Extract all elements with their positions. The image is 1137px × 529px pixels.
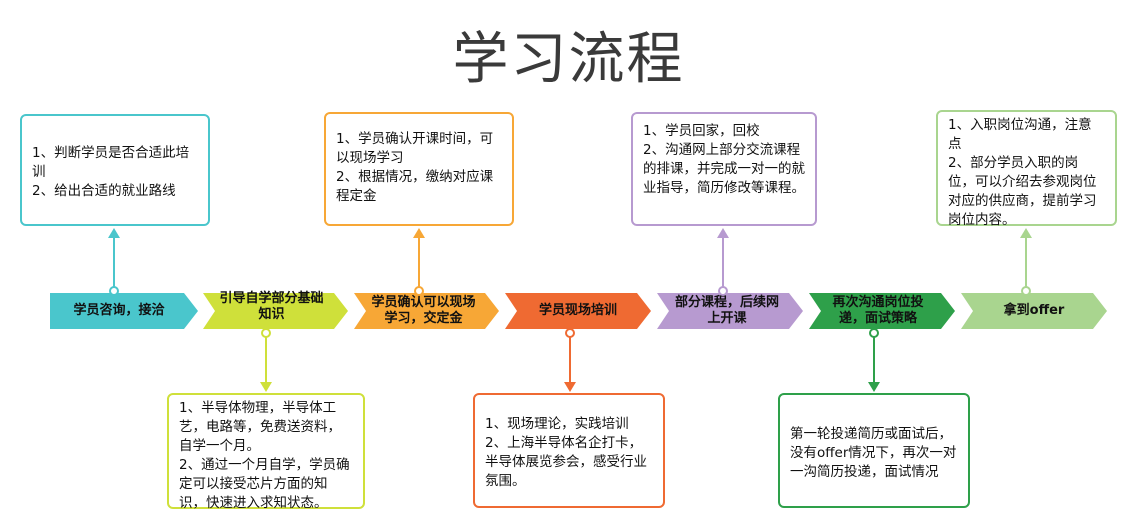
detail-box-consult: 1、判断学员是否合适此培训 2、给出合适的就业路线 <box>20 114 210 226</box>
detail-line: 2、给出合适的就业路线 <box>32 183 176 199</box>
detail-line: 1、判断学员是否合适此培训 <box>32 145 190 180</box>
detail-box-offer: 1、入职岗位沟通，注意点 2、部分学员入职的岗位，可以介绍去参观岗位对应的供应商… <box>936 110 1117 228</box>
detail-line: 2、通过一个月自学，学员确定可以接受芯片方面的知识，快速进入求知状态。 <box>179 457 350 511</box>
step-label-5: 部分课程，后续网上开课 <box>674 295 779 326</box>
step-arrow-6: 再次沟通岗位投递，面试策略 <box>809 293 955 329</box>
detail-line: 1、现场理论，实践培训 <box>485 416 629 432</box>
step-arrow-3: 学员确认可以现场学习，交定金 <box>354 293 499 329</box>
step-label-1: 学员咨询，接洽 <box>73 303 165 318</box>
step-label-2: 引导自学部分基础知识 <box>219 291 324 322</box>
detail-line: 1、半导体物理，半导体工艺，电路等，免费送资料，自学一个月。 <box>179 400 341 454</box>
step-arrow-4: 学员现场培训 <box>505 293 651 329</box>
detail-line: 1、学员确认开课时间，可以现场学习 <box>336 131 494 166</box>
step-arrow-1: 学员咨询，接洽 <box>50 293 198 329</box>
detail-line: 2、根据情况，缴纳对应课程定金 <box>336 169 494 204</box>
detail-line: 1、学员回家，回校 <box>643 123 760 139</box>
detail-line: 2、部分学员入职的岗位，可以介绍去参观岗位对应的供应商，提前学习岗位内容。 <box>948 155 1097 228</box>
step-arrow-7: 拿到offer <box>961 293 1107 329</box>
step-label-7: 拿到offer <box>1003 303 1065 318</box>
step-label-6: 再次沟通岗位投递，面试策略 <box>832 295 924 326</box>
detail-box-onsite: 1、现场理论，实践培训 2、上海半导体名企打卡，半导体展览参会，感受行业氛围。 <box>473 393 665 508</box>
step-label-4: 学员现场培训 <box>538 303 617 318</box>
detail-box-selfstudy: 1、半导体物理，半导体工艺，电路等，免费送资料，自学一个月。 2、通过一个月自学… <box>167 393 365 511</box>
detail-line: 2、上海半导体名企打卡，半导体展览参会，感受行业氛围。 <box>485 435 647 489</box>
detail-box-interview: 第一轮投递简历或面试后，没有offer情况下，再次一对一沟简历投递，面试情况 <box>778 393 970 508</box>
page-title: 学习流程 <box>452 27 685 92</box>
step-arrow-5: 部分课程，后续网上开课 <box>657 293 803 329</box>
detail-box-online: 1、学员回家，回校 2、沟通网上部分交流课程的排课，并完成一对一的就业指导，简历… <box>631 112 817 226</box>
detail-line: 1、入职岗位沟通，注意点 <box>948 117 1092 152</box>
step-label-3: 学员确认可以现场学习，交定金 <box>371 295 476 326</box>
detail-line: 2、沟通网上部分交流课程的排课，并完成一对一的就业指导，简历修改等课程。 <box>643 142 805 196</box>
detail-line: 第一轮投递简历或面试后，没有offer情况下，再次一对一沟简历投递，面试情况 <box>790 426 957 480</box>
step-arrow-2: 引导自学部分基础知识 <box>203 291 348 329</box>
detail-box-deposit: 1、学员确认开课时间，可以现场学习 2、根据情况，缴纳对应课程定金 <box>324 112 514 226</box>
